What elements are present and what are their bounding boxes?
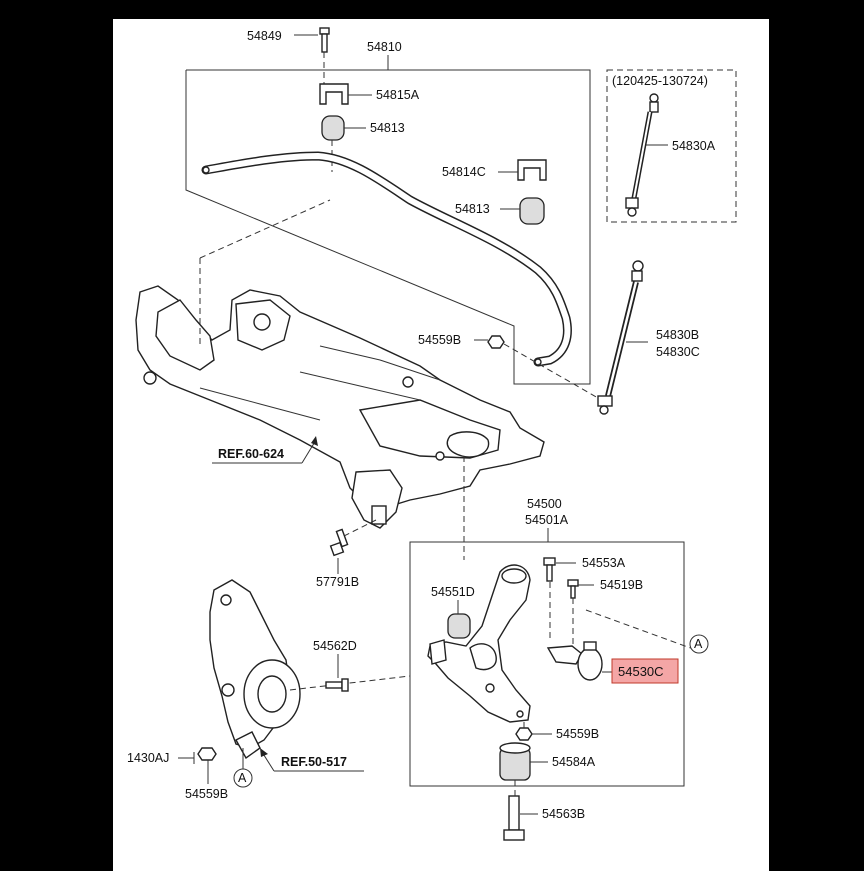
label-54519B: 54519B [600,578,643,592]
nut-54559B-bottom-icon [197,747,217,761]
dash-ball-joint-ref [585,609,697,651]
dash-nut-link [503,343,599,399]
steering-knuckle-icon [209,579,301,760]
stabilizer-link-54830A-icon [625,93,659,217]
label-54562D: 54562D [313,639,357,653]
bolt-54563B-icon [503,795,525,841]
label-54559B-bottom: 54559B [185,787,228,801]
label-54830B: 54830B [656,328,699,342]
stabilizer-link-54830B-icon [597,260,644,415]
nut-54559B-mid-icon [515,727,533,741]
bushing-54813-lower-icon [519,197,545,225]
ball-joint-54530C-icon [546,641,603,681]
label-54815A: 54815A [376,88,420,102]
label-54849: 54849 [247,29,282,43]
ref-60-624-arrowhead-icon [311,436,318,446]
callout-a-bottom: A [238,771,247,785]
lower-arm-group-box [409,541,685,787]
label-range: (120425-130724) [612,74,708,88]
label-1430AJ: 1430AJ [127,751,169,765]
label-54501A: 54501A [525,513,569,527]
bushing-54584A-icon [499,742,531,781]
bolt-54562D-icon [325,678,349,692]
label-57791B: 57791B [316,575,359,589]
ref-50-517-label[interactable]: REF.50-517 [281,755,347,769]
label-54559B-top: 54559B [418,333,461,347]
ref-50-517-arrowhead-icon [260,748,268,757]
bushing-54813-top-icon [321,115,345,141]
label-54551D: 54551D [431,585,475,599]
label-54500: 54500 [527,497,562,511]
bushing-54551D-icon [447,613,471,639]
label-54810: 54810 [367,40,402,54]
label-54584A: 54584A [552,755,596,769]
label-54559B-mid: 54559B [556,727,599,741]
dash-subframe-bolt [339,519,377,539]
dash-knuckle-arm [289,675,411,691]
callout-a-right-icon [689,634,709,654]
callout-a-right: A [694,637,703,651]
label-54813-top: 54813 [370,121,405,135]
range-box [606,69,737,223]
label-54830C: 54830C [656,345,700,359]
label-54814C: 54814C [442,165,486,179]
bracket-54815A-icon [319,83,349,105]
bolt-54849-icon [319,27,330,53]
label-54830A: 54830A [672,139,716,153]
highlight-54530C[interactable] [611,658,679,684]
label-54813-lower: 54813 [455,202,490,216]
bolt-57791B-icon [329,528,349,557]
lower-control-arm-icon [427,564,531,723]
subframe-crossmember-icon [135,285,545,529]
dash-bar-subframe-top [199,199,331,259]
stabilizer-group-box [185,69,591,385]
label-54563B: 54563B [542,807,585,821]
label-54553A: 54553A [582,556,626,570]
ref-60-624-label[interactable]: REF.60-624 [218,447,284,461]
bolt-54519B-icon [567,579,579,599]
bracket-54814C-icon [517,159,547,181]
bolt-54553A-icon [543,557,556,582]
nut-54559B-top-icon [487,335,505,349]
label-54530C[interactable]: 54530C [618,664,664,679]
